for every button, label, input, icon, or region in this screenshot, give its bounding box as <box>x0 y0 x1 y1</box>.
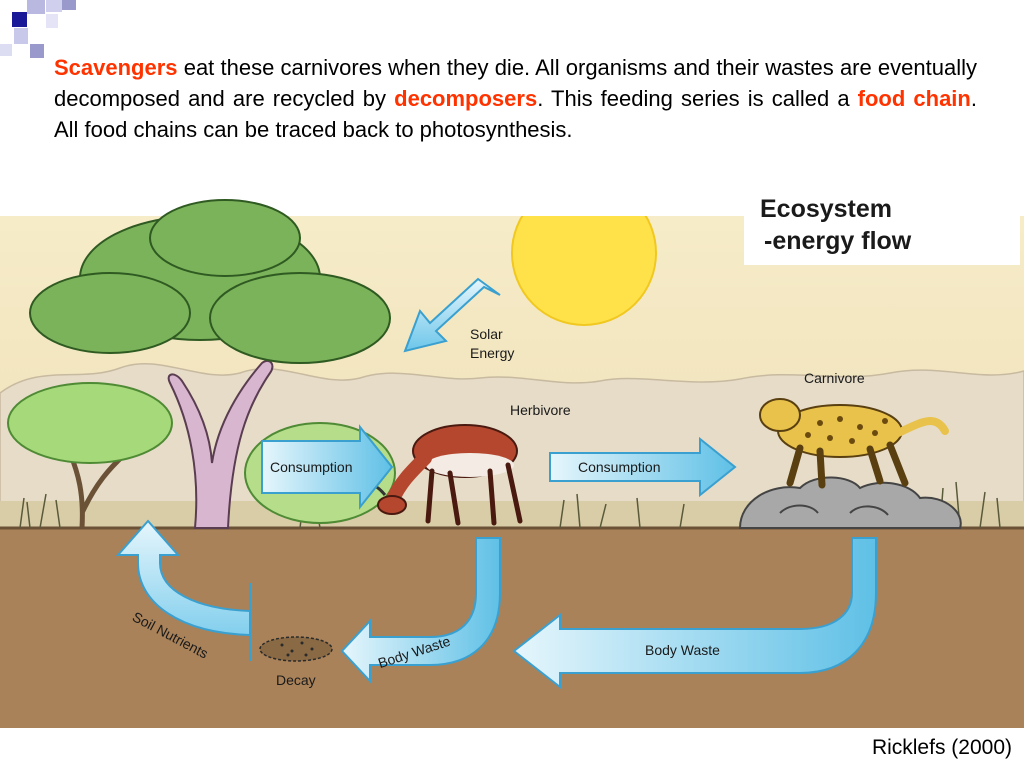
decay-heap <box>259 636 333 662</box>
consumption-label-2: Consumption <box>578 459 661 475</box>
body-waste-label-2: Body Waste <box>645 642 720 658</box>
decay-label: Decay <box>276 672 316 688</box>
small-tree <box>7 382 173 529</box>
term-food-chain: food chain <box>857 86 971 111</box>
term-scavengers: Scavengers <box>54 55 178 80</box>
consumption-label-1: Consumption <box>270 459 353 475</box>
title-box <box>744 183 1020 265</box>
solar-energy-arrow <box>403 277 501 353</box>
herbivore-antelope <box>363 424 523 526</box>
body-waste-arrow-1 <box>340 537 501 684</box>
carnivore-leopard <box>759 398 949 489</box>
citation: Ricklefs (2000) <box>871 736 1012 759</box>
large-tree-canopy <box>29 199 391 364</box>
consumption-arrow-2 <box>549 436 737 498</box>
consumption-arrow-1 <box>261 424 394 510</box>
ecosystem-diagram: Ecosystem -energy flow Solar Energy Herb… <box>0 183 1024 728</box>
paragraph-text-2: . This feeding series is called a <box>537 86 858 111</box>
paragraph-text-3: . All food chains can be traced back to … <box>54 86 977 142</box>
paragraph-text-1: eat these carnivores when they die. All … <box>54 55 977 111</box>
diagram-title-line2: -energy flow <box>764 227 912 255</box>
sun <box>511 183 657 326</box>
solar-energy-label-1: Solar <box>470 326 503 342</box>
tree-trunk <box>167 359 274 529</box>
term-decomposers: decomposers <box>394 86 538 111</box>
diagram-title-line1: Ecosystem <box>760 195 892 223</box>
herbivore-label: Herbivore <box>510 402 571 418</box>
intro-paragraph: Scavengers eat these carnivores when the… <box>54 52 977 145</box>
solar-energy-label-2: Energy <box>470 345 514 361</box>
soil-nutrients-arrow <box>115 519 251 661</box>
body-waste-arrow-2 <box>512 537 877 690</box>
carnivore-label: Carnivore <box>804 370 865 386</box>
rocks <box>738 476 962 529</box>
